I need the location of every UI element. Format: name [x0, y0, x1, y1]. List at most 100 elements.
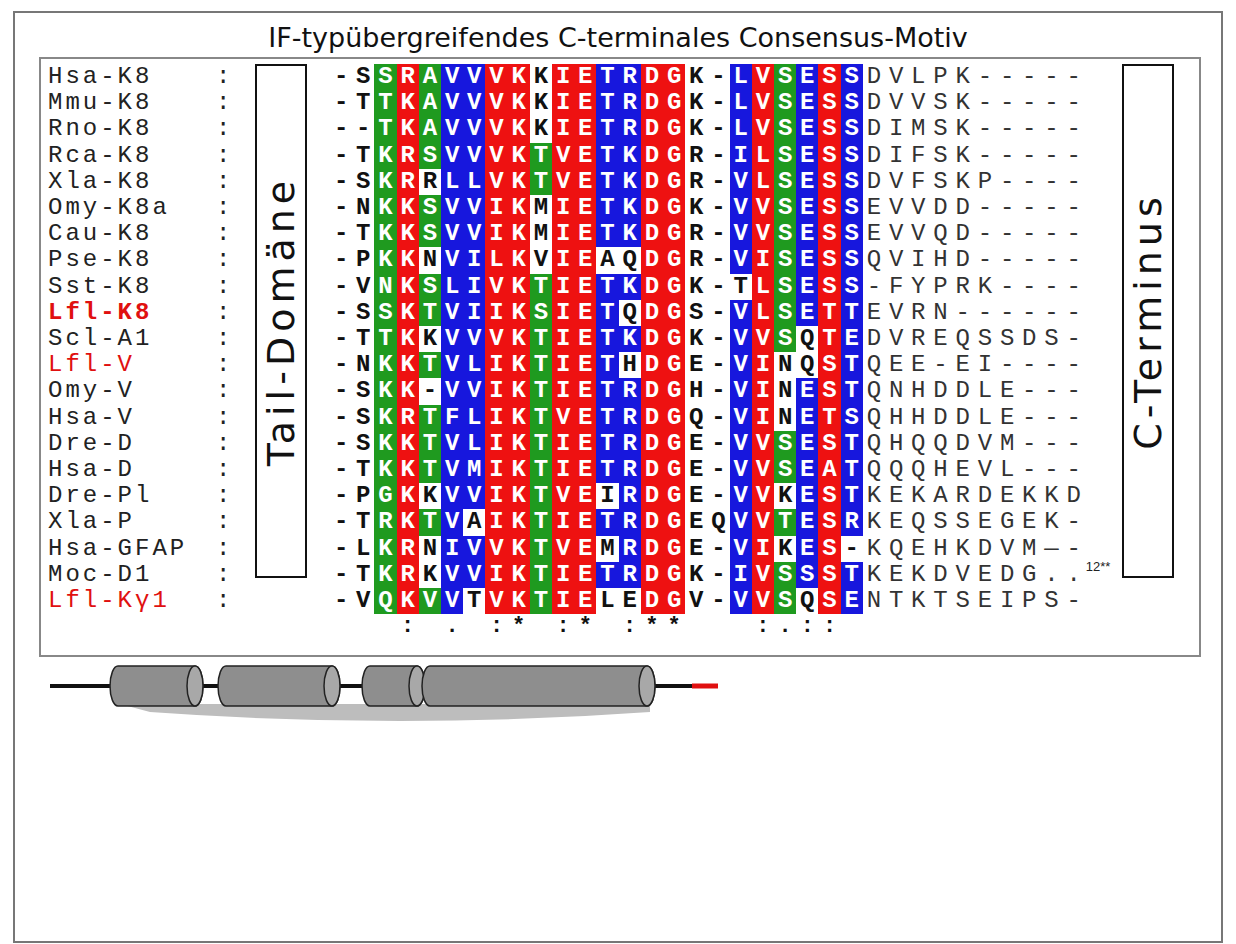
residue: V [730, 169, 752, 195]
residue: M [1018, 536, 1040, 562]
residue: K [619, 195, 641, 221]
residue: N [774, 378, 796, 404]
residue: Q [619, 300, 641, 326]
residue: - [1040, 431, 1062, 457]
sequence-row: -LKRNIVVKTVEMRDGE-VIKES-KQEHKDVM—- [330, 536, 1085, 562]
residue: L [974, 405, 996, 431]
residue: - [707, 143, 729, 169]
species-label: Rno-K8 [48, 116, 152, 142]
residue: S [841, 274, 863, 300]
residue: K [619, 221, 641, 247]
residue: S [818, 143, 840, 169]
residue: V [441, 378, 463, 404]
species-label: Lfl-K8 [48, 300, 152, 326]
residue: - [1063, 247, 1085, 273]
residue: V [552, 483, 574, 509]
residue: V [441, 457, 463, 483]
residue: - [1040, 247, 1062, 273]
residue: R [419, 169, 441, 195]
residue: - [1040, 405, 1062, 431]
residue: I [730, 143, 752, 169]
residue: K [685, 326, 707, 352]
residue: K [397, 431, 419, 457]
residue: F [907, 143, 929, 169]
residue: - [996, 300, 1018, 326]
residue: D [641, 483, 663, 509]
residue: D [641, 562, 663, 588]
residue: K [508, 562, 530, 588]
residue: - [974, 195, 996, 221]
residue: V [730, 457, 752, 483]
residue: D [641, 588, 663, 614]
residue: T [774, 509, 796, 535]
residue: K [619, 169, 641, 195]
residue: V [463, 326, 485, 352]
residue: V [730, 352, 752, 378]
residue: L [441, 274, 463, 300]
residue: - [707, 457, 729, 483]
residue: K [419, 562, 441, 588]
residue: R [619, 431, 641, 457]
residue: - [330, 195, 352, 221]
residue: K [1018, 483, 1040, 509]
residue: L [974, 378, 996, 404]
residue: V [752, 116, 774, 142]
residue: I [485, 352, 507, 378]
residue: - [707, 405, 729, 431]
residue: K [863, 536, 885, 562]
residue: - [1063, 116, 1085, 142]
residue [463, 614, 485, 640]
residue: T [530, 326, 552, 352]
residue: Q [952, 326, 974, 352]
residue: - [1063, 457, 1085, 483]
residue: - [707, 588, 729, 614]
residue: K [508, 431, 530, 457]
alignment-frame [40, 58, 1200, 656]
residue: I [552, 352, 574, 378]
residue: S [841, 116, 863, 142]
residue: - [1018, 116, 1040, 142]
residue: T [596, 562, 618, 588]
residue: K [419, 483, 441, 509]
residue: S [841, 169, 863, 195]
residue: T [841, 352, 863, 378]
sequence-row: -VNKSLIVKTIETKDGK-TLSESS-FYPRK---- [330, 274, 1085, 300]
outer-frame [14, 12, 1222, 942]
residue: I [485, 483, 507, 509]
residue: G [663, 405, 685, 431]
residue: V [485, 90, 507, 116]
sequence-row: -TKRSVVVKTVETKDGR-ILSESSDIFSK----- [330, 143, 1085, 169]
residue: E [796, 221, 818, 247]
species-label: Rca-K8 [48, 143, 152, 169]
residue: S [818, 483, 840, 509]
residue: I [552, 247, 574, 273]
residue: K [508, 143, 530, 169]
residue: E [885, 352, 907, 378]
residue: I [752, 536, 774, 562]
residue: - [330, 457, 352, 483]
residue: E [685, 509, 707, 535]
residue: S [774, 169, 796, 195]
residue: - [974, 116, 996, 142]
sequence-row: -TKKSVVIKMIETKDGR-VVSESSEVVQD----- [330, 221, 1085, 247]
residue: D [952, 378, 974, 404]
residue: K [619, 326, 641, 352]
species-label: Hsa-GFAP [48, 536, 187, 562]
residue: Q [863, 247, 885, 273]
residue: K [952, 90, 974, 116]
residue: T [352, 143, 374, 169]
residue: Q [796, 352, 818, 378]
residue: T [730, 274, 752, 300]
residue: - [330, 536, 352, 562]
residue: L [752, 300, 774, 326]
residue: - [707, 116, 729, 142]
residue: V [485, 588, 507, 614]
residue: D [929, 405, 951, 431]
residue: - [707, 352, 729, 378]
residue: S [818, 509, 840, 535]
residue: P [352, 483, 374, 509]
residue: K [685, 274, 707, 300]
residue: - [863, 274, 885, 300]
residue: E [796, 274, 818, 300]
residue: V [952, 562, 974, 588]
